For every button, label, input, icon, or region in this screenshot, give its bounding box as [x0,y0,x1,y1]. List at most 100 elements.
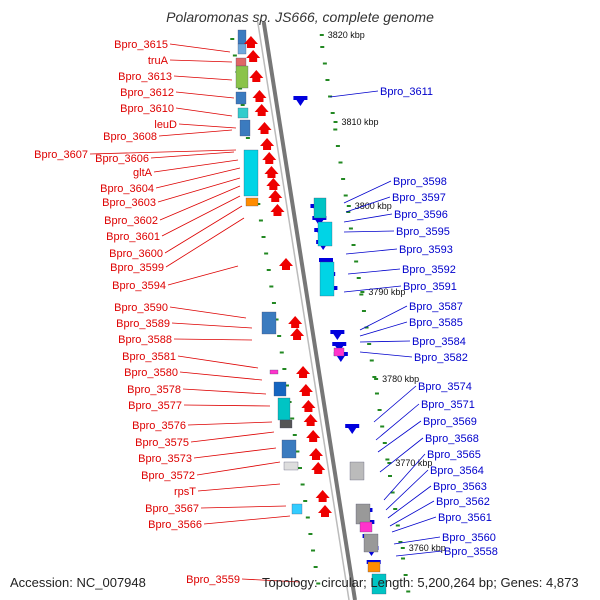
gene-label-left: Bpro_3615 [114,39,168,51]
gene-label-left: Bpro_3577 [128,400,182,412]
gene-label-left: Bpro_3567 [145,503,199,515]
tick-mark-left [240,104,245,106]
gene-block-left [235,57,247,67]
tick-mark-right [385,458,390,461]
genome-title: Polaromonas sp. JS666, complete genome [166,9,434,25]
scale-label: 3760 kbp [409,543,446,553]
leader-left [196,461,281,476]
gene-label-right: Bpro_3584 [412,336,466,348]
scale-label: 3770 kbp [395,458,432,468]
gene-label-left: Bpro_3581 [122,351,176,363]
tick-mark-right [364,326,369,329]
scale-label: 3790 kbp [368,287,405,297]
leader-right [343,230,395,233]
gene-label-right: Bpro_3591 [403,281,457,293]
gene-label-left: Bpro_3566 [148,519,202,531]
gene-arrow-forward [246,50,261,62]
gene-label-right: Bpro_3574 [418,381,472,393]
gene-label-right: Bpro_3587 [409,301,463,313]
gene-block-left [291,503,303,515]
tick-mark-left [282,368,287,370]
leader-right [345,196,391,213]
tick-mark-right [333,128,338,131]
label-leaders [89,43,443,583]
gene-label-right: Bpro_3585 [409,317,463,329]
gene-label-left: Bpro_3573 [138,453,192,465]
leader-right [359,305,408,331]
leader-left [183,404,271,407]
leader-right [393,536,441,545]
gene-arrow-forward [306,430,321,442]
leader-left [167,265,239,286]
leader-left [178,123,237,129]
gene-block-right [363,533,379,553]
gene-arrow-forward [243,36,258,48]
gene-label-left: Bpro_3572 [141,470,195,482]
gene-label-left: Bpro_3575 [135,437,189,449]
gene-arrow-forward [268,190,283,202]
gene-label-left: Bpro_3599 [110,262,164,274]
tick-mark-right [388,475,392,477]
scale-tick [319,34,324,36]
leader-right [385,469,429,511]
leader-right [343,180,392,204]
gene-arrow-forward [279,258,293,270]
tick-mark-left [238,87,243,90]
tick-mark-right [335,145,340,147]
gene-block-left [237,107,249,119]
leader-right [383,453,426,501]
gene-label-left: leuD [154,119,177,131]
gene-block-left [277,397,291,421]
tick-mark-right [356,277,361,279]
gene-label-right: Bpro_3564 [430,465,484,477]
scale-tick [374,378,379,380]
gene-label-left: Bpro_3576 [132,420,186,432]
leader-right [373,385,417,423]
leader-left [173,338,253,341]
gene-arrow-forward [249,70,264,82]
scale-tick [333,121,338,123]
tick-mark-left [295,450,300,453]
gene-label-left: Bpro_3594 [112,280,166,292]
leader-left [169,43,231,53]
tick-mark-left [305,516,310,519]
leader-left [153,159,239,173]
gene-label-right: Bpro_3597 [392,192,446,204]
leader-left [157,177,241,203]
tick-mark-right [320,46,325,48]
leader-left [187,421,273,426]
gene-label-left: Bpro_3559 [186,574,240,586]
gene-block-left [279,419,293,429]
gene-block-left [235,65,249,89]
leader-right [359,321,408,337]
gene-block-right [359,521,373,533]
gene-label-left: Bpro_3613 [118,71,172,83]
tick-marks [230,38,411,593]
gene-block-right [319,261,335,297]
tick-mark-left [230,38,235,40]
gene-label-left: Bpro_3603 [102,197,156,209]
gene-arrow-forward [252,90,267,102]
leader-left [177,355,259,369]
tick-mark-right [380,425,385,428]
gene-label-left: Bpro_3600 [109,248,163,260]
leader-left [203,515,291,525]
genome-axis [256,21,357,600]
tick-mark-right [328,95,333,98]
tick-mark-left [290,417,295,420]
gene-label-left: Bpro_3612 [120,87,174,99]
gene-features [235,29,387,595]
scale-label: 3820 kbp [328,30,365,40]
gene-label-left: Bpro_3578 [127,384,181,396]
gene-label-left: Bpro_3608 [103,131,157,143]
gene-block-left [243,149,259,197]
gene-block-left [237,29,247,45]
gene-arrow-forward [264,166,279,178]
gene-label-right: Bpro_3563 [433,481,487,493]
gene-block-left [239,119,251,137]
tick-mark-left [303,500,308,502]
tick-mark-right [343,194,348,197]
gene-label-right: Bpro_3560 [442,532,496,544]
leader-left [200,505,287,509]
